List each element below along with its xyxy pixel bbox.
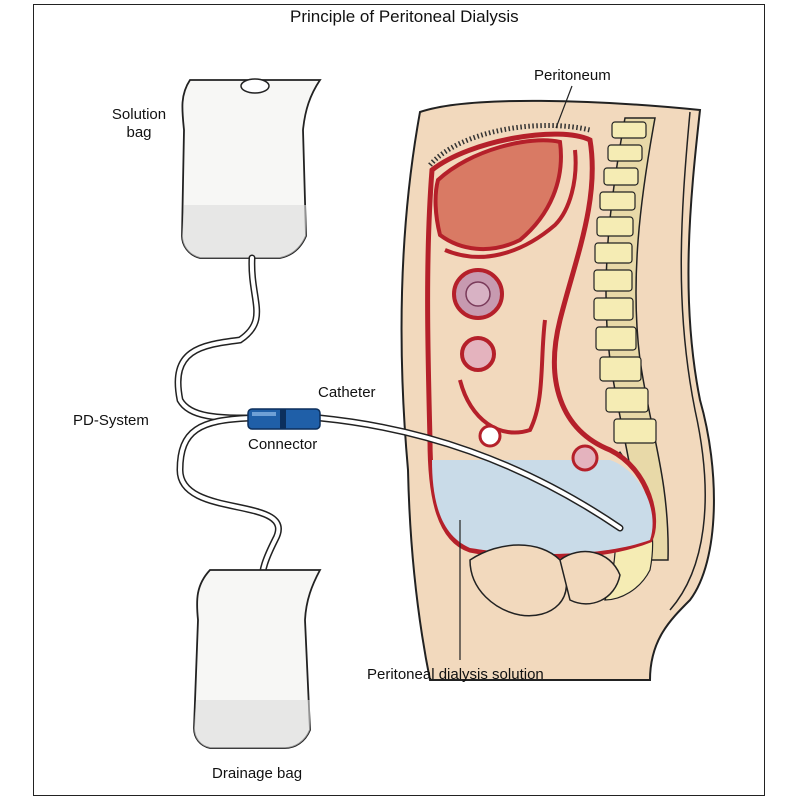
vertebra	[605, 387, 649, 413]
vertebra	[595, 326, 637, 351]
dialysis-solution-label: Peritoneal dialysis solution	[367, 666, 544, 683]
vertebra	[596, 216, 634, 237]
inflow-tube	[176, 256, 259, 420]
duodenum	[460, 336, 496, 372]
leader-lines	[459, 85, 573, 660]
vertebra	[599, 191, 636, 211]
mesentery	[458, 319, 547, 435]
vertebra	[594, 242, 633, 264]
vertebra	[613, 418, 657, 444]
uterus	[559, 550, 621, 605]
vertebra	[607, 144, 643, 162]
solution-bag-label-line2: bag	[126, 124, 152, 141]
peritoneum-membrane	[428, 123, 591, 167]
peritoneum-leader	[555, 85, 573, 129]
vertebra	[593, 269, 633, 292]
pd-system-apparatus	[174, 78, 624, 749]
vertebra	[603, 167, 639, 186]
vertebra	[599, 356, 642, 382]
bladder	[469, 544, 568, 617]
connector-joint	[280, 409, 286, 429]
pd-system-label: PD-System	[73, 412, 149, 429]
connector-highlight	[252, 412, 276, 416]
vertebra	[593, 297, 634, 321]
hang-hole	[240, 78, 270, 94]
liver	[433, 138, 563, 252]
rectum	[571, 444, 599, 472]
page-title: Principle of Peritoneal Dialysis	[290, 7, 519, 26]
dialysis-solution-fill	[432, 460, 653, 554]
solution-bag-label-line1: Solution	[111, 106, 167, 123]
catheter-label: Catheter	[318, 384, 376, 401]
peritoneum-label: Peritoneum	[534, 67, 611, 84]
drainage-bag-label: Drainage bag	[212, 765, 303, 782]
back-line	[669, 111, 706, 611]
vertebra	[611, 121, 647, 139]
intestine-loop	[478, 424, 502, 448]
spine	[593, 117, 669, 601]
pancreas-inner	[465, 281, 491, 307]
solution-bag-label: Solution bag	[104, 106, 174, 142]
mesentery-fold	[444, 149, 578, 259]
abdominal-organs	[425, 131, 657, 617]
catheter-tube	[318, 416, 622, 530]
drainage-bag-shading	[194, 700, 310, 748]
outflow-tube	[177, 416, 281, 582]
figure-frame	[33, 4, 765, 796]
connector-label: Connector	[248, 436, 318, 453]
solution-bag-shading	[182, 205, 306, 258]
